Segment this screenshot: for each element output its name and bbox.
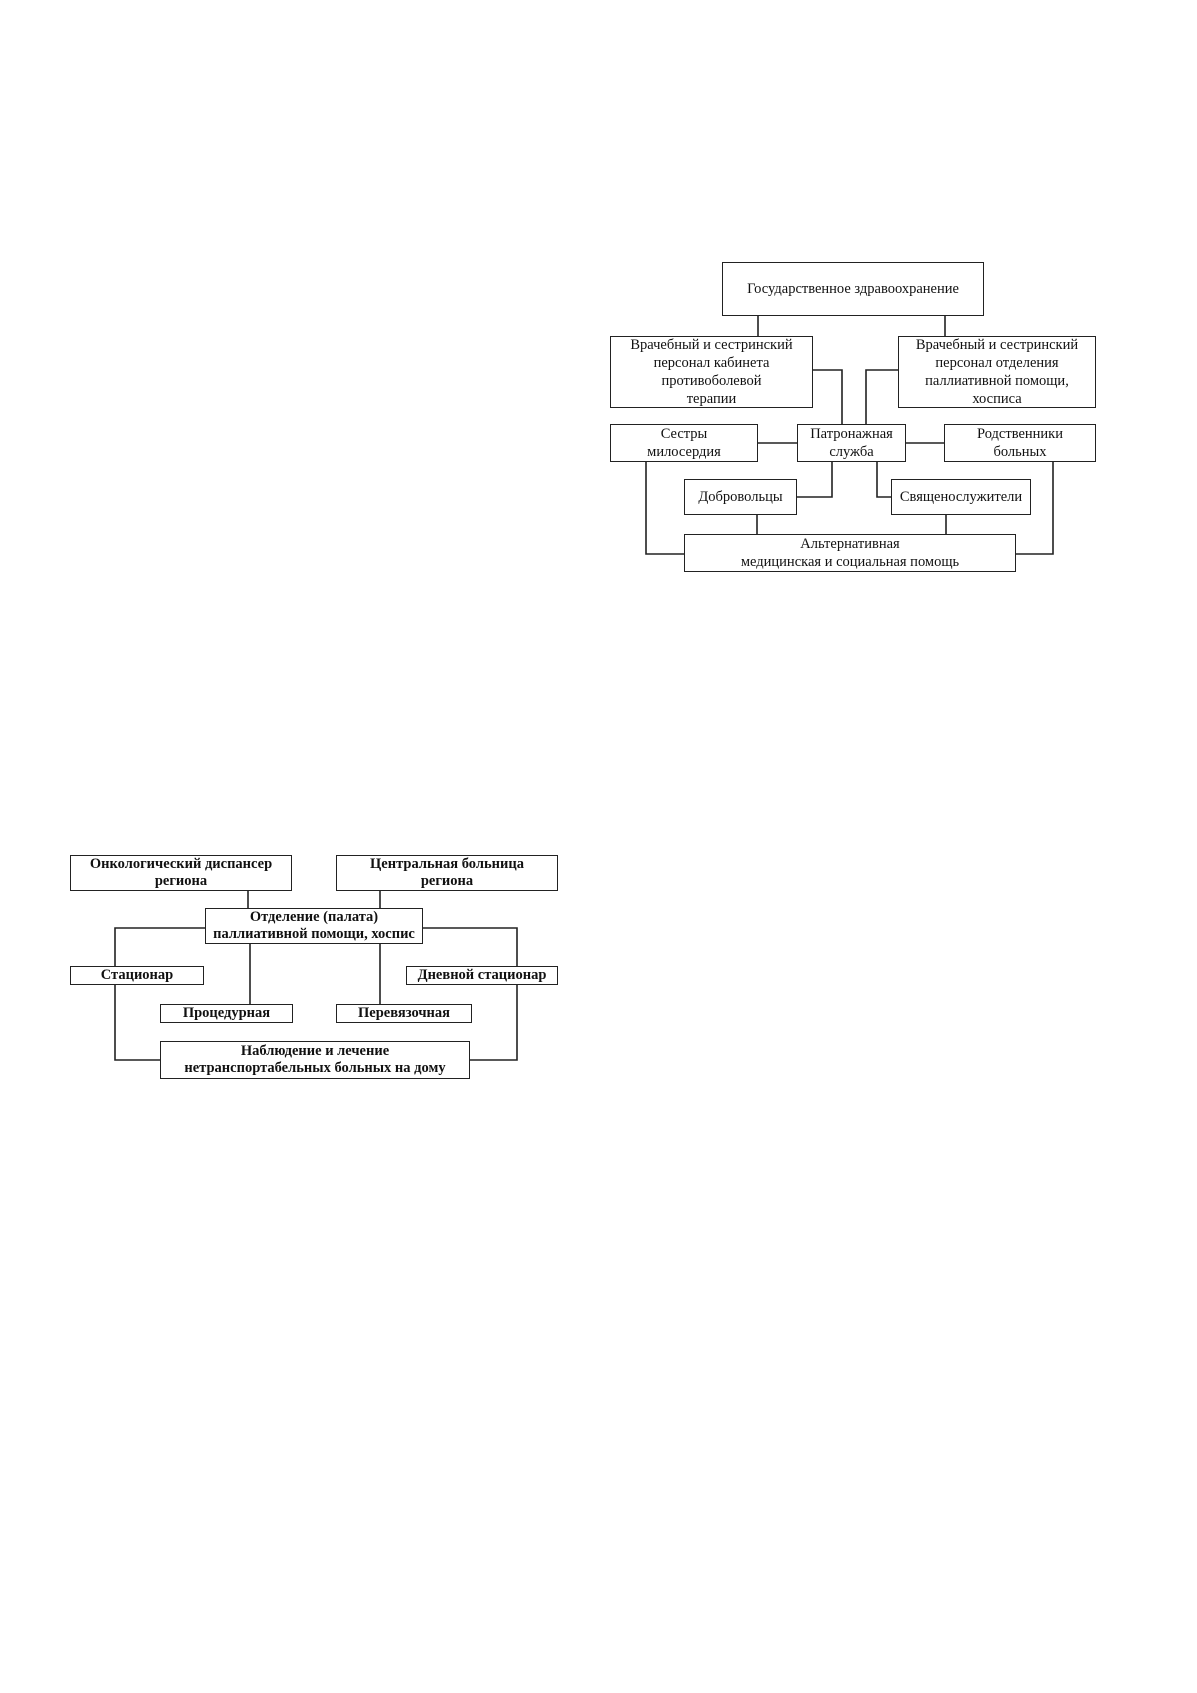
- node-label: Родственники больных: [977, 426, 1063, 460]
- node-day-hospital: Дневной стационар: [406, 966, 558, 985]
- node-alternative-help: Альтернативная медицинская и социальная …: [684, 534, 1016, 572]
- node-label: Государственное здравоохранение: [747, 281, 959, 297]
- node-palliative-ward: Отделение (палата) паллиативной помощи, …: [205, 908, 423, 944]
- node-oncology-dispensary: Онкологический диспансер региона: [70, 855, 292, 891]
- node-label: Наблюдение и лечение нетранспортабельных…: [184, 1043, 446, 1076]
- node-label: Добровольцы: [698, 489, 783, 505]
- node-inpatient: Стационар: [70, 966, 204, 985]
- node-clergy: Священослужители: [891, 479, 1031, 515]
- node-dressing-room: Перевязочная: [336, 1004, 472, 1023]
- node-palliative-dept-staff: Врачебный и сестринский персонал отделен…: [898, 336, 1096, 408]
- node-pain-cabinet-staff: Врачебный и сестринский персонал кабинет…: [610, 336, 813, 408]
- node-label: Стационар: [100, 967, 174, 983]
- node-label: Священослужители: [899, 489, 1023, 505]
- node-label: Центральная больница региона: [370, 856, 524, 889]
- node-label: Дневной стационар: [417, 967, 547, 983]
- node-central-hospital: Центральная больница региона: [336, 855, 558, 891]
- node-treatment-room: Процедурная: [160, 1004, 293, 1023]
- node-label: Перевязочная: [358, 1005, 450, 1021]
- node-volunteers: Добровольцы: [684, 479, 797, 515]
- node-label: Альтернативная медицинская и социальная …: [740, 536, 960, 570]
- node-label: Патронажная служба: [810, 426, 893, 460]
- node-patronage-service: Патронажная служба: [797, 424, 906, 462]
- node-home-care: Наблюдение и лечение нетранспортабельных…: [160, 1041, 470, 1079]
- node-relatives: Родственники больных: [944, 424, 1096, 462]
- node-label: Процедурная: [182, 1005, 271, 1021]
- node-label: Врачебный и сестринский персонал кабинет…: [630, 337, 793, 407]
- node-label: Сестры милосердия: [647, 426, 721, 460]
- node-label: Отделение (палата) паллиативной помощи, …: [213, 909, 415, 942]
- node-label: Врачебный и сестринский персонал отделен…: [915, 337, 1079, 407]
- node-label: Онкологический диспансер региона: [89, 856, 273, 889]
- node-sisters-of-mercy: Сестры милосердия: [610, 424, 758, 462]
- node-state-health: Государственное здравоохранение: [722, 262, 984, 316]
